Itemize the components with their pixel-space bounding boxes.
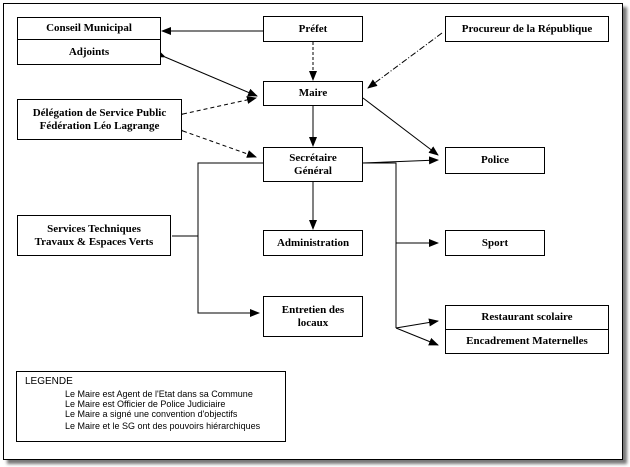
- legend-item-pouvoirs: Le Maire et le SG ont des pouvoirs hiéra…: [65, 421, 261, 431]
- node-restaurant-scolaire: Restaurant scolaire: [445, 305, 609, 330]
- node-conseil-label: Conseil Municipal: [46, 22, 132, 34]
- node-sport-label: Sport: [481, 236, 509, 249]
- node-services-line2: Travaux & Espaces Verts: [34, 235, 154, 248]
- node-police-label: Police: [480, 154, 510, 166]
- node-maire-label: Maire: [298, 87, 328, 99]
- node-entretien-line2: locaux: [297, 316, 329, 329]
- node-adjoints-label: Adjoints: [68, 45, 110, 58]
- node-services-techniques: Services Techniques Travaux & Espaces Ve…: [17, 215, 171, 256]
- arrow-delegation-maire: [173, 96, 257, 120]
- node-secretaire-general: Secrétaire Général: [263, 147, 363, 182]
- legend-item-police-judiciaire: Le Maire est Officier de Police Judiciai…: [65, 399, 226, 409]
- node-secretaire-line2: Général: [294, 164, 332, 177]
- node-delegation-line1: Délégation de Service Public: [32, 106, 167, 119]
- node-procureur-label: Procureur de la République: [461, 22, 593, 35]
- node-services-line1: Services Techniques: [47, 222, 141, 235]
- node-delegation-line2: Fédération Léo Lagrange: [39, 119, 160, 132]
- node-entretien-line1: Entretien des: [281, 303, 345, 316]
- node-restaurant-label: Restaurant scolaire: [481, 311, 573, 323]
- node-sport: Sport: [445, 230, 545, 256]
- node-prefet-label: Préfet: [298, 22, 328, 35]
- arrow-adjoints-maire: [155, 49, 258, 97]
- node-encadrement-label: Encadrement Maternelles: [466, 335, 588, 347]
- node-conseil-municipal: Conseil Municipal: [17, 17, 161, 40]
- legend-title: LEGENDE: [25, 376, 73, 387]
- node-administration: Administration: [263, 230, 363, 256]
- node-prefet: Préfet: [263, 16, 363, 42]
- node-secretaire-line1: Secrétaire: [289, 151, 337, 164]
- node-delegation: Délégation de Service Public Fédération …: [17, 99, 182, 140]
- node-maire: Maire: [263, 81, 363, 106]
- legend-item-agent-etat: Le Maire est Agent de l'Etat dans sa Com…: [65, 389, 253, 399]
- arrow-maire-police: [362, 97, 439, 156]
- arrow-sg-entretien: [197, 162, 263, 317]
- legend: LEGENDE Le Maire est Agent de l'Etat dan…: [16, 371, 286, 442]
- node-encadrement-maternelles: Encadrement Maternelles: [445, 329, 609, 354]
- line-sg-right-bracket: [362, 162, 397, 328]
- legend-item-convention: Le Maire a signé une convention d'object…: [65, 409, 238, 419]
- node-administration-label: Administration: [276, 236, 350, 249]
- node-police: Police: [445, 147, 545, 174]
- node-adjoints: Adjoints: [17, 39, 161, 65]
- arrow-delegation-sg: [173, 124, 257, 158]
- arrow-sg-restaurant: [395, 318, 439, 329]
- arrow-procureur-maire: [367, 32, 443, 89]
- arrow-sg-encadrement: [395, 327, 439, 346]
- node-entretien: Entretien des locaux: [263, 296, 363, 337]
- node-procureur: Procureur de la République: [445, 16, 609, 42]
